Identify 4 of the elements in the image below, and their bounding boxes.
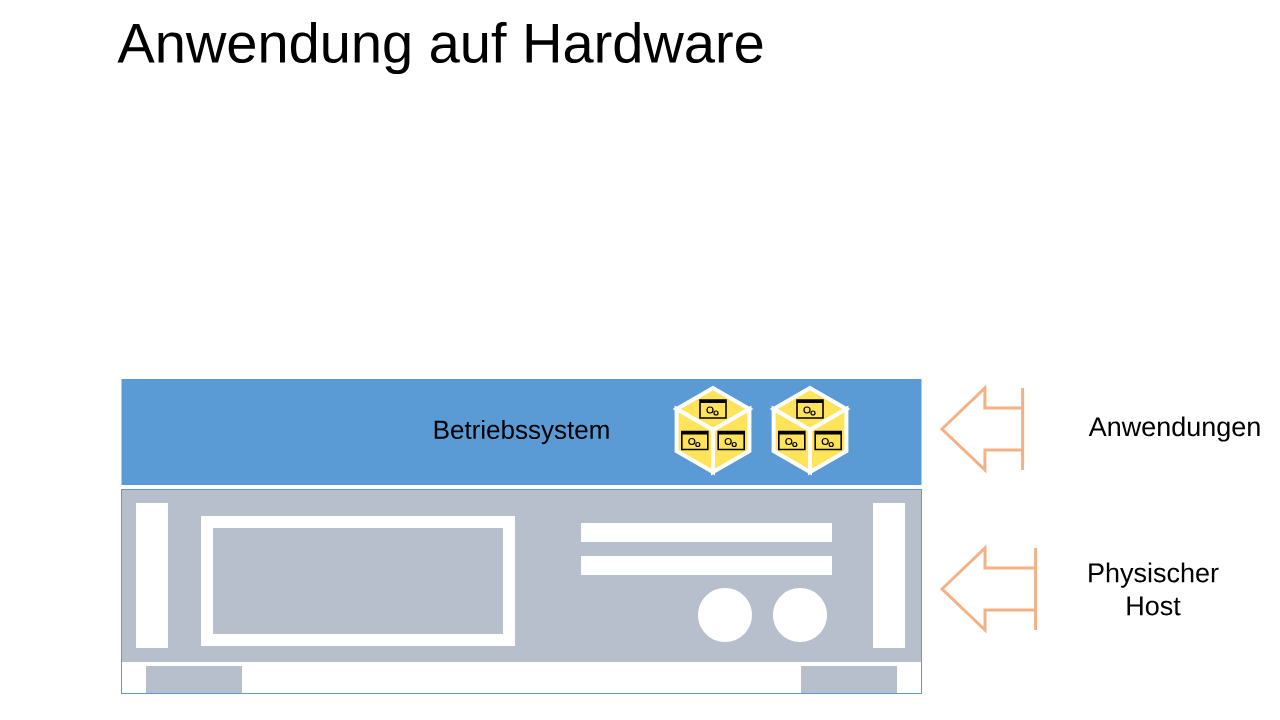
server-drawing — [121, 489, 922, 694]
label-text: Anwendungen — [1088, 416, 1260, 442]
label-text: Physischer Host — [1089, 562, 1219, 616]
slide-title: Anwendung auf Hardware — [117, 21, 763, 75]
